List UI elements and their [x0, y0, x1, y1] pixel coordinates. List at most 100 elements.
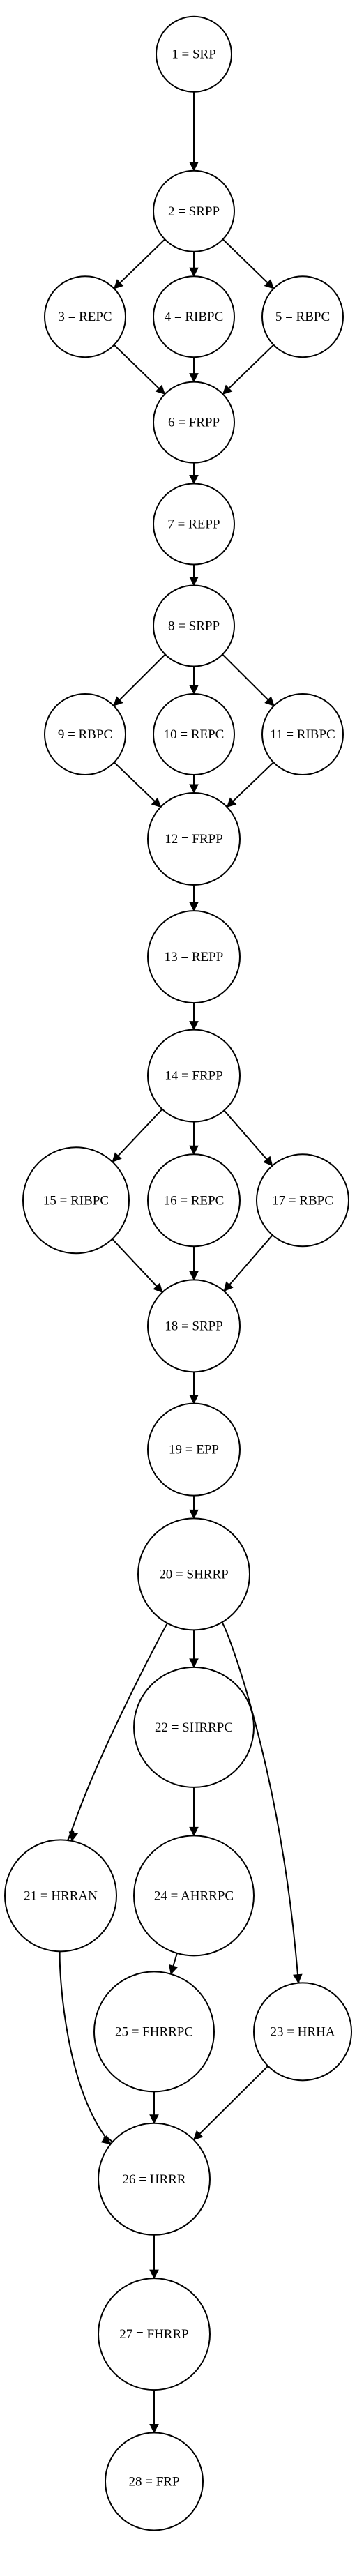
edge-20-21: [62, 1623, 168, 1853]
node-8: 8 = SRPP: [153, 584, 235, 667]
arrowhead: [263, 1156, 273, 1167]
arrowhead: [189, 1145, 199, 1156]
node-label: 20 = SHRRP: [159, 1567, 228, 1582]
arrowhead: [189, 267, 199, 278]
node-6: 6 = FRPP: [153, 381, 235, 464]
edge-2-5: [222, 238, 275, 289]
edge-3-6: [113, 344, 166, 395]
node-circle: [153, 275, 235, 358]
node-label: 13 = REPP: [165, 950, 224, 964]
node-label: 3 = REPC: [58, 310, 112, 324]
edge-line: [112, 1238, 158, 1287]
edge-8-9: [113, 653, 166, 706]
edge-line: [199, 2065, 269, 2135]
node-circle: [44, 692, 126, 775]
edge-8-10: [189, 666, 199, 695]
arrowhead: [113, 696, 123, 706]
node-circle: [133, 1666, 255, 1788]
node-label: 4 = RIBPC: [165, 310, 224, 324]
node-label: 10 = REPC: [164, 727, 225, 742]
node-label: 14 = FRPP: [165, 1069, 223, 1084]
edge-12-13: [189, 885, 199, 912]
node-12: 12 = FRPP: [147, 791, 241, 886]
arrowhead: [189, 685, 199, 695]
node-25: 25 = FHRRPC: [93, 1971, 215, 2093]
arrowhead: [226, 797, 237, 808]
arrowhead: [189, 576, 199, 586]
node-circle: [153, 483, 235, 566]
edge-line: [229, 1234, 273, 1286]
edge-19-20: [189, 1495, 199, 1520]
arrowhead: [189, 1658, 199, 1669]
edge-2-3: [113, 238, 166, 289]
node-label: 6 = FRPP: [168, 416, 220, 430]
arrowhead: [189, 902, 199, 912]
edge-line: [117, 1108, 163, 1157]
node-label: 19 = EPP: [169, 1443, 219, 1457]
arrowhead: [189, 1271, 199, 1281]
edge-17-18: [223, 1234, 273, 1292]
node-circle: [253, 1982, 352, 2082]
node-label: 15 = RIBPC: [43, 1193, 109, 1208]
node-19: 19 = EPP: [147, 1402, 241, 1497]
node-label: 8 = SRPP: [168, 619, 220, 633]
edge-9-12: [114, 762, 162, 808]
node-circle: [137, 1517, 250, 1631]
arrowhead: [189, 162, 199, 172]
arrowhead: [100, 2135, 112, 2145]
node-label: 12 = FRPP: [165, 832, 223, 847]
edge-16-18: [189, 1246, 199, 1281]
edge-line: [113, 344, 160, 389]
edges: [59, 91, 305, 2434]
edge-20-22: [189, 1630, 199, 1669]
arrowhead: [189, 1395, 199, 1404]
node-28: 28 = FRP: [105, 2432, 204, 2531]
node-10: 10 = REPC: [153, 692, 235, 775]
edge-27-28: [149, 2390, 159, 2434]
node-22: 22 = SHRRPC: [133, 1666, 255, 1788]
arrowhead: [151, 797, 162, 808]
node-label: 28 = FRP: [128, 2475, 179, 2490]
node-14: 14 = FRPP: [147, 1029, 241, 1123]
node-circle: [98, 2278, 211, 2391]
node-13: 13 = REPP: [147, 910, 241, 1004]
edge-25-26: [149, 2091, 159, 2124]
node-label: 9 = RBPC: [58, 727, 112, 742]
node-20: 20 = SHRRP: [137, 1517, 250, 1631]
node-24: 24 = AHRRPC: [133, 1835, 255, 1957]
edge-line: [222, 238, 268, 284]
arrowhead: [189, 373, 199, 383]
arrowhead: [189, 1509, 199, 1520]
node-circle: [261, 692, 344, 775]
edge-15-18: [112, 1238, 163, 1294]
node-label: 24 = AHRRPC: [154, 1888, 234, 1903]
node-label: 5 = RBPC: [275, 310, 330, 324]
node-label: 21 = HRRAN: [24, 1888, 98, 1903]
arrowhead: [189, 1021, 199, 1031]
node-circle: [98, 2122, 211, 2236]
edge-7-8: [189, 564, 199, 586]
node-label: 2 = SRPP: [168, 204, 220, 219]
node-23: 23 = HRHA: [253, 1982, 352, 2082]
node-3: 3 = REPC: [44, 275, 126, 358]
edge-line: [119, 653, 166, 701]
edge-line: [232, 762, 274, 802]
edge-2-4: [189, 251, 199, 278]
node-circle: [22, 1146, 130, 1255]
node-circle: [147, 1279, 241, 1373]
edge-line: [114, 762, 156, 802]
node-circle: [93, 1971, 215, 2093]
edge-line: [222, 653, 269, 701]
edge-line: [172, 1953, 178, 1967]
node-label: 18 = SRPP: [165, 1319, 223, 1333]
node-label: 16 = REPC: [164, 1193, 225, 1208]
arrowhead: [113, 279, 124, 289]
node-circle: [147, 1029, 241, 1123]
node-circle: [105, 2432, 204, 2531]
edge-6-7: [189, 462, 199, 485]
arrowhead: [153, 1282, 163, 1294]
node-label: 7 = REPP: [167, 517, 220, 532]
arrowhead: [149, 2424, 159, 2434]
